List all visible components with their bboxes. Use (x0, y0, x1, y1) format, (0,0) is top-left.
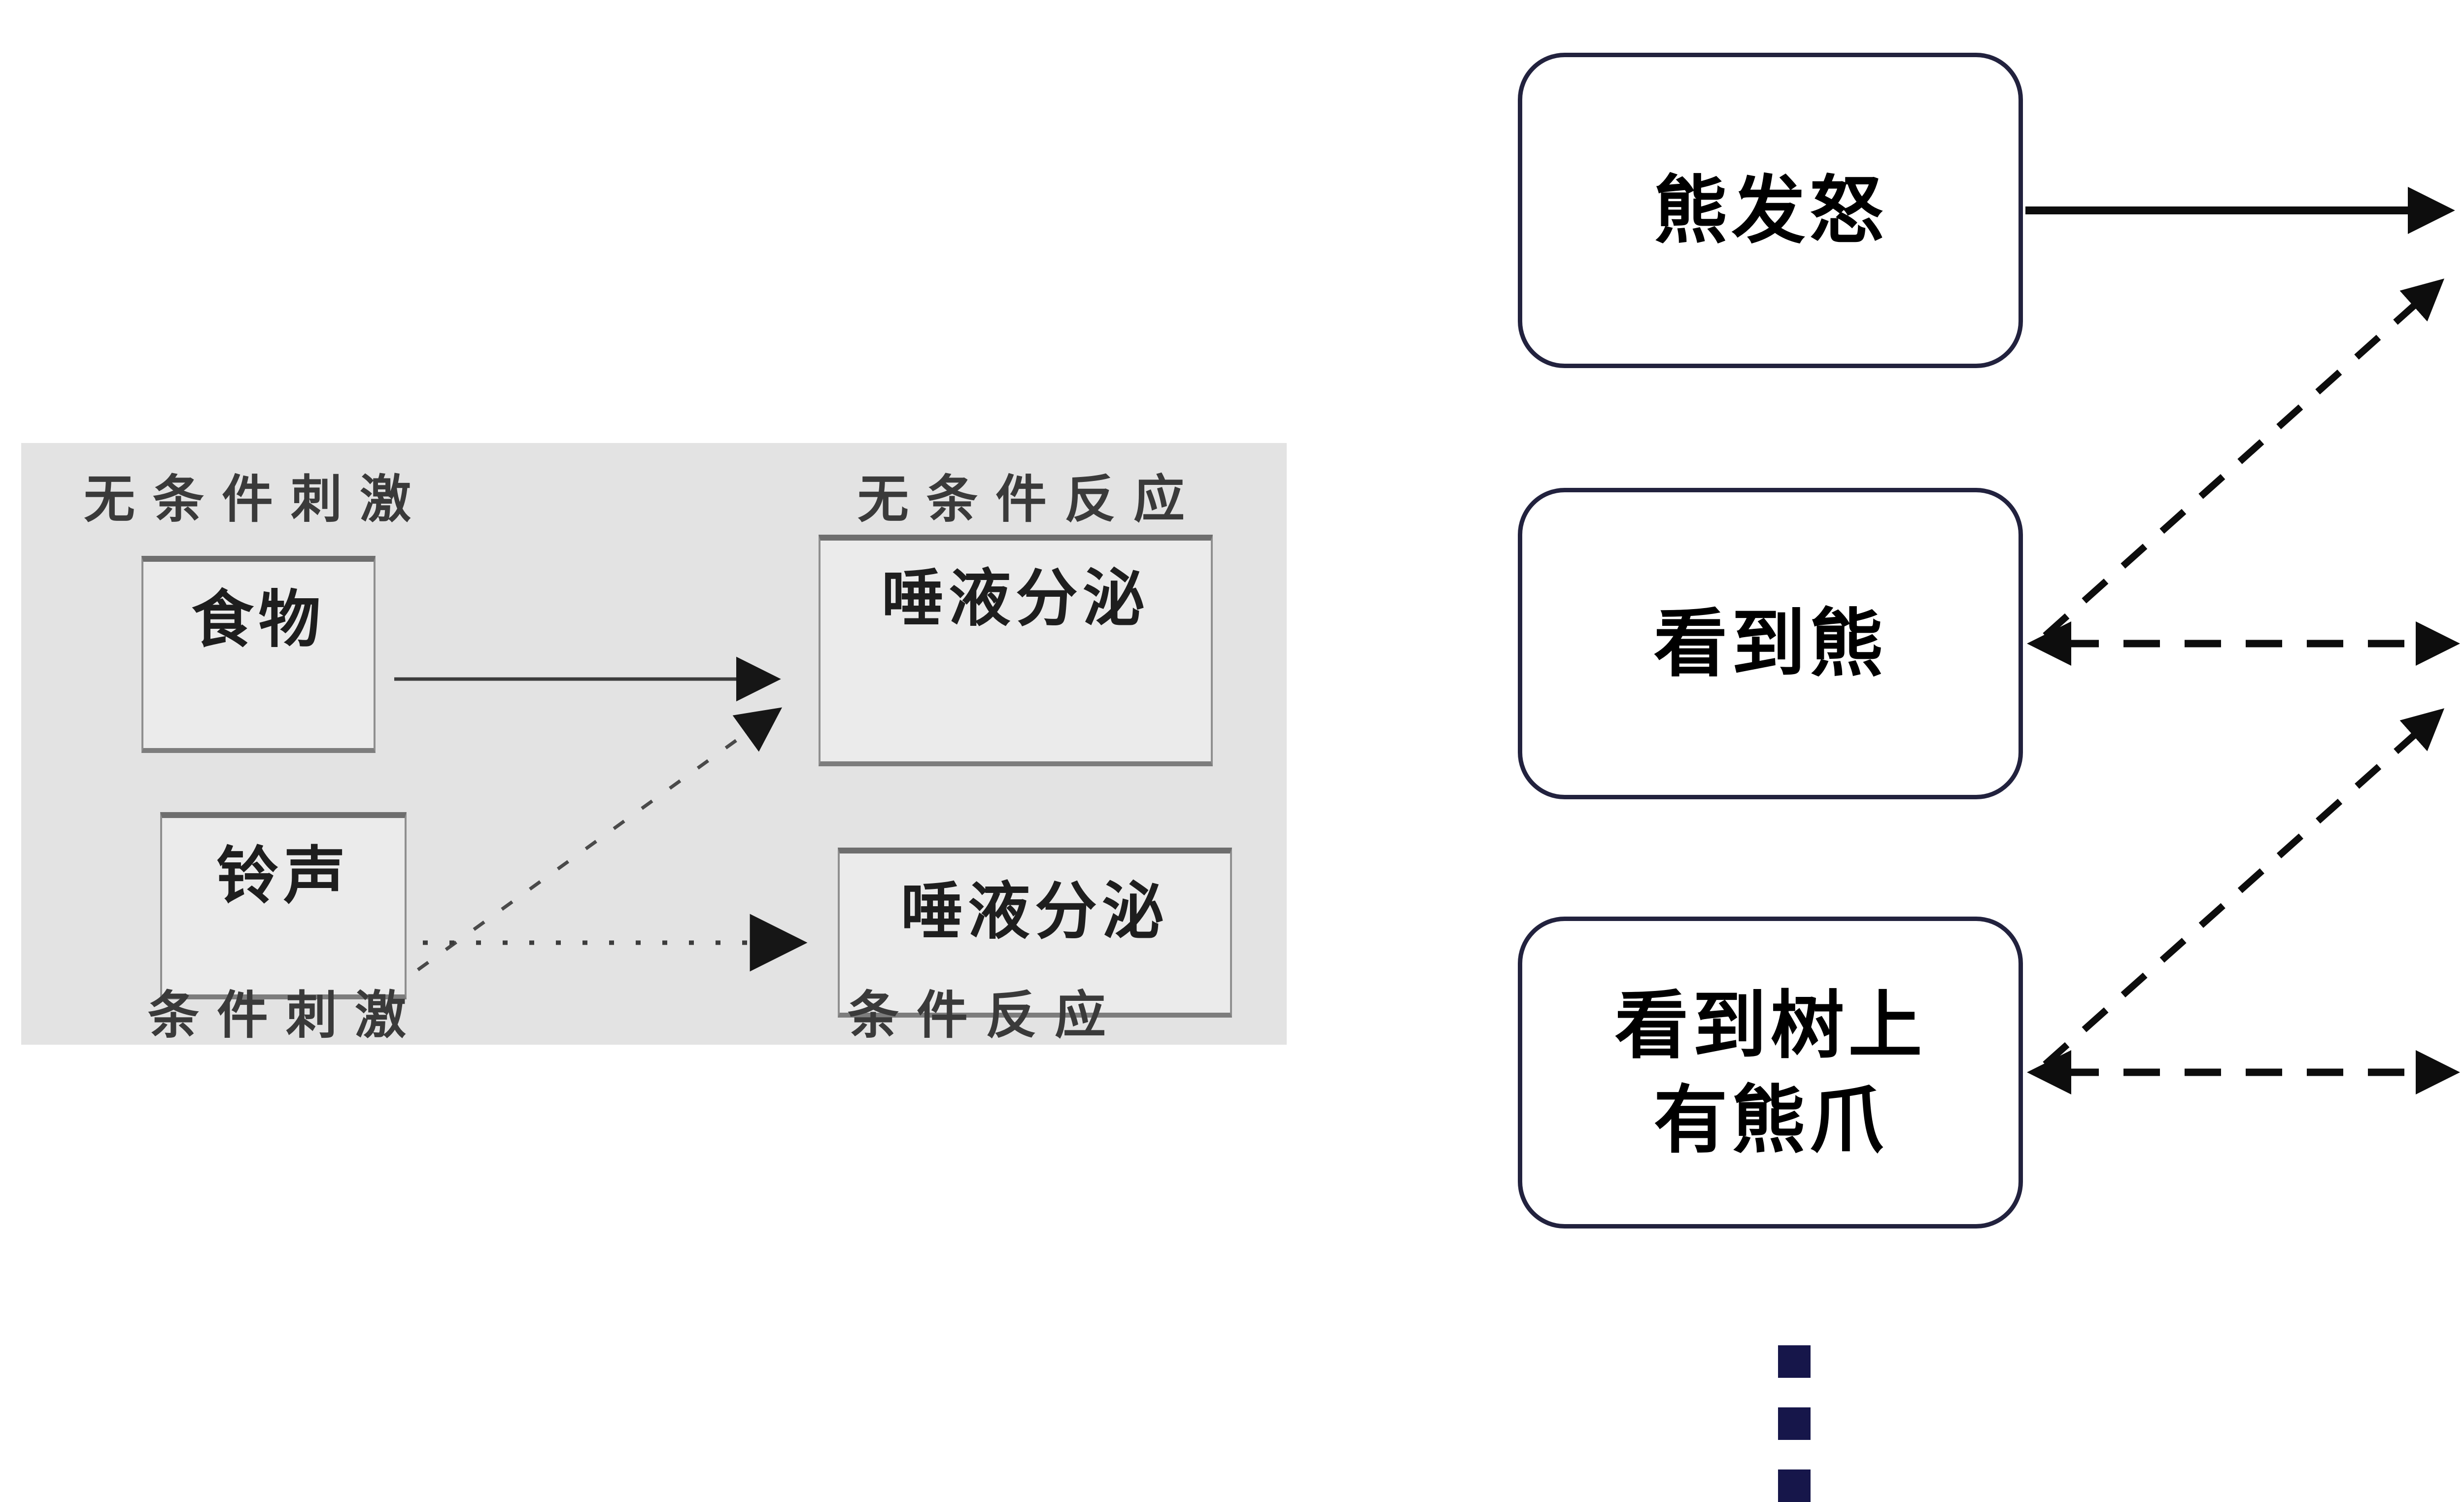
ellipsis-states (1778, 1345, 1811, 1502)
node-bell: 铃声 (160, 812, 407, 999)
node-saliva-unconditioned-label: 唾液分泌 (882, 564, 1150, 633)
node-saliva-conditioned-label: 唾液分泌 (901, 877, 1169, 946)
ellipsis-dot (1778, 1469, 1811, 1502)
state-box-see-claw-marks: 看到树上 有熊爪 (1518, 917, 2023, 1229)
node-saliva-unconditioned: 唾液分泌 (819, 535, 1213, 766)
node-bell-label: 铃声 (216, 841, 350, 911)
node-saliva-conditioned: 唾液分泌 (838, 848, 1232, 1018)
ellipsis-dot (1778, 1345, 1811, 1378)
arrow-see-claws-to-vsprime-diagonal (2043, 708, 2445, 1067)
state-box-see-claw-marks-label-line1: 看到树上 (1614, 984, 1926, 1067)
label-unconditioned-stimulus: 无条件刺激 (84, 471, 429, 528)
classical-conditioning-panel: 无条件刺激 无条件反应 食物 唾液分泌 铃声 唾液分泌 条件刺激 条件反应 (21, 443, 1287, 1045)
state-box-see-bear: 看到熊 (1518, 488, 2023, 799)
ellipsis-dot (1778, 1407, 1811, 1440)
state-box-bear-angry: 熊发怒 (1518, 53, 2023, 368)
state-box-see-claw-marks-label-line2: 有熊爪 (1653, 1078, 1887, 1161)
label-unconditioned-response: 无条件反应 (857, 471, 1203, 528)
node-food-label: 食物 (191, 585, 326, 654)
arrow-see-bear-to-reward-diagonal (2043, 278, 2445, 639)
state-box-bear-angry-label: 熊发怒 (1653, 169, 1887, 252)
label-conditioned-stimulus: 条件刺激 (148, 987, 424, 1044)
node-food: 食物 (141, 556, 376, 753)
label-conditioned-response: 条件反应 (848, 987, 1124, 1044)
state-box-see-bear-label: 看到熊 (1653, 602, 1887, 685)
